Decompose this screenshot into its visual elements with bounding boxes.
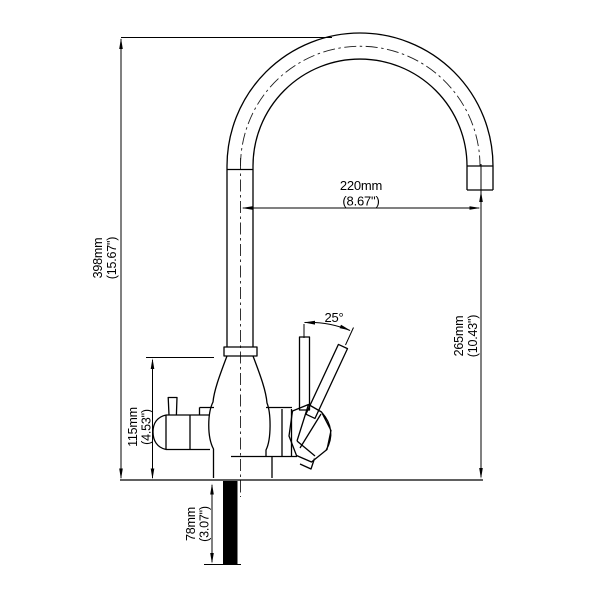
dim-220-inch: (8.67") [342, 194, 379, 209]
dim-398-arrow-up [119, 38, 123, 49]
faucet-outline [120, 32, 494, 565]
dim-265-arrow-up [479, 191, 483, 202]
dim-78-arrow-up [210, 483, 214, 495]
dim-outlet-height: 265mm (10.43") [452, 164, 483, 479]
side-handle [152, 396, 214, 451]
dim-25-label: 25° [324, 310, 343, 325]
dim-78-arrow-down [210, 553, 214, 564]
spout-outer-arc [226, 32, 494, 167]
dim-115-inch: (4.53") [140, 409, 154, 445]
dim-115-arrow-up [150, 358, 155, 369]
dim-115-line [146, 357, 214, 478]
dim-220-mm: 220mm [340, 178, 382, 193]
dim-115-mm: 115mm [126, 407, 140, 447]
riser-pipe [226, 166, 254, 347]
dim-398-line [120, 37, 332, 478]
dim-220-arrow-left [241, 206, 253, 210]
dim-398-arrow-down [119, 468, 123, 480]
dim-265-mm: 265mm [452, 316, 466, 357]
dim-body-height: 115mm (4.53") [126, 357, 214, 480]
shank [223, 481, 238, 565]
spout-centerline-arc [240, 45, 481, 167]
pipe-collar [223, 346, 258, 357]
body-outline [208, 355, 273, 478]
dim-78-inch: (3.07") [198, 506, 212, 542]
dim-220-arrow-right [469, 206, 481, 210]
dim-398-mm: 398mm [91, 238, 105, 279]
dim-265-arrow-down [479, 468, 483, 479]
lever-tilted [305, 343, 349, 420]
dim-overall-height: 398mm (15.67") [91, 37, 332, 480]
dim-shank-length: 78mm (3.07") [184, 483, 241, 565]
dim-25-ext-lines [303, 324, 354, 346]
lever-vertical [298, 336, 311, 411]
dim-25-arrow-right [339, 324, 351, 331]
dim-78-mm: 78mm [184, 507, 198, 541]
dim-25-arrow-left [304, 320, 315, 325]
spout-inner-arc [252, 58, 468, 167]
spout-tip [466, 165, 494, 191]
dim-398-inch: (15.67") [105, 237, 119, 279]
dim-spout-reach: 220mm (8.67") [241, 178, 481, 210]
handle-hub [288, 403, 332, 470]
dim-handle-angle: 25° [303, 310, 354, 346]
dim-265-inch: (10.43") [466, 315, 480, 357]
dim-78-line [204, 485, 241, 565]
centerlines [240, 45, 481, 497]
dim-115-arrow-down [150, 468, 155, 480]
right-valve-housing [231, 406, 297, 458]
